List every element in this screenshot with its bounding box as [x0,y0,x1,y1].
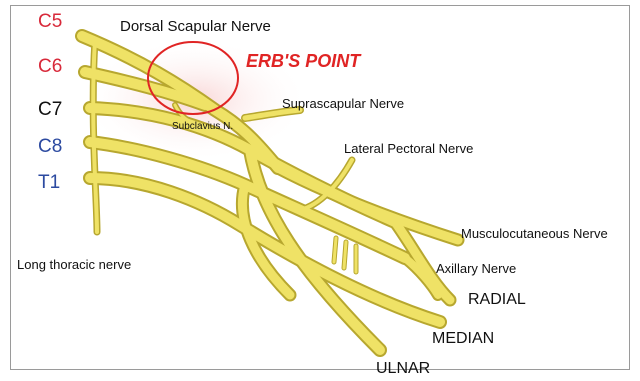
musculocutaneous-label: Musculocutaneous Nerve [461,227,608,240]
median-label: MEDIAN [432,331,494,347]
erbs-point-label: ERB'S POINT [246,52,360,70]
ulnar-label: ULNAR [376,361,430,377]
long-thoracic-label: Long thoracic nerve [17,258,131,271]
dorsal-scapular-label: Dorsal Scapular Nerve [120,19,271,34]
root-c7-label: C7 [38,100,62,119]
axillary-label: Axillary Nerve [436,262,516,275]
suprascapular-label: Suprascapular Nerve [282,97,404,110]
root-c8-label: C8 [38,137,62,156]
root-c6-label: C6 [38,57,62,76]
root-t1-label: T1 [38,173,60,192]
lateral-pectoral-label: Lateral Pectoral Nerve [344,142,473,155]
root-c5-label: C5 [38,12,62,31]
radial-label: RADIAL [468,292,526,308]
subclavius-label: Subclavius N. [172,122,233,132]
